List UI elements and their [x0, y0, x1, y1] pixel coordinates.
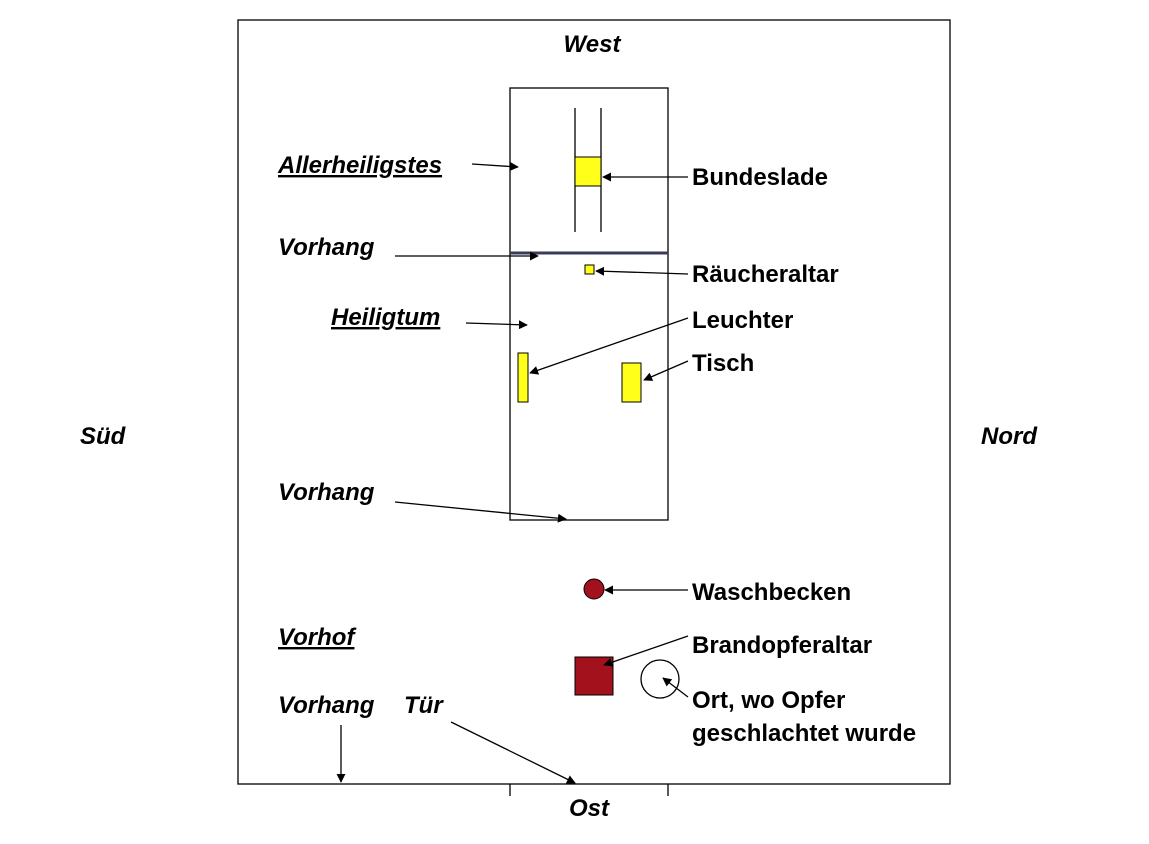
- burnt-altar-shape: [574, 656, 614, 696]
- label-laver: Waschbecken: [692, 579, 851, 606]
- incense-altar-shape: [584, 264, 595, 275]
- arrow-lampstand: [529, 317, 689, 375]
- label-holy-of-holies: Allerheiligstes: [277, 152, 442, 179]
- arrow-sanctuary: [465, 320, 528, 330]
- label-courtyard: Vorhof: [278, 624, 356, 651]
- label-north: Nord: [981, 423, 1038, 450]
- arrow-outer-curtain: [394, 501, 567, 523]
- laver-shape: [583, 578, 605, 600]
- court-boundary: [237, 19, 951, 785]
- table-shape: [621, 362, 642, 403]
- arrow-burnt-altar: [603, 635, 689, 667]
- label-west: West: [564, 31, 622, 58]
- ark-shape: [574, 156, 602, 187]
- label-table: Tisch: [692, 350, 754, 377]
- lampstand-shape: [517, 352, 529, 403]
- label-outer-curtain: Vorhang: [278, 479, 375, 506]
- label-inner-curtain: Vorhang: [278, 234, 375, 261]
- label-sanctuary: Heiligtum: [331, 304, 440, 331]
- tent-boundary: [509, 87, 669, 521]
- arrow-slaughter-place: [662, 677, 689, 698]
- arrow-table: [643, 360, 689, 381]
- label-south: Süd: [80, 423, 127, 450]
- label-ark: Bundeslade: [692, 164, 828, 191]
- label-slaughter-place-line2: geschlachtet wurde: [692, 720, 916, 747]
- label-lampstand: Leuchter: [692, 307, 793, 334]
- label-gate-door: Tür: [404, 692, 444, 719]
- label-east: Ost: [569, 795, 610, 822]
- arrow-gate-door: [450, 721, 576, 784]
- arrow-holy-of-holies: [471, 161, 519, 171]
- label-slaughter-place-line1: Ort, wo Opfer: [692, 687, 845, 714]
- arrow-incense-altar: [595, 266, 689, 276]
- label-gate-curtain: Vorhang: [278, 692, 375, 719]
- slaughter-place-shape: [640, 659, 680, 699]
- label-incense-altar: Räucheraltar: [692, 261, 839, 288]
- label-burnt-altar: Brandopferaltar: [692, 632, 872, 659]
